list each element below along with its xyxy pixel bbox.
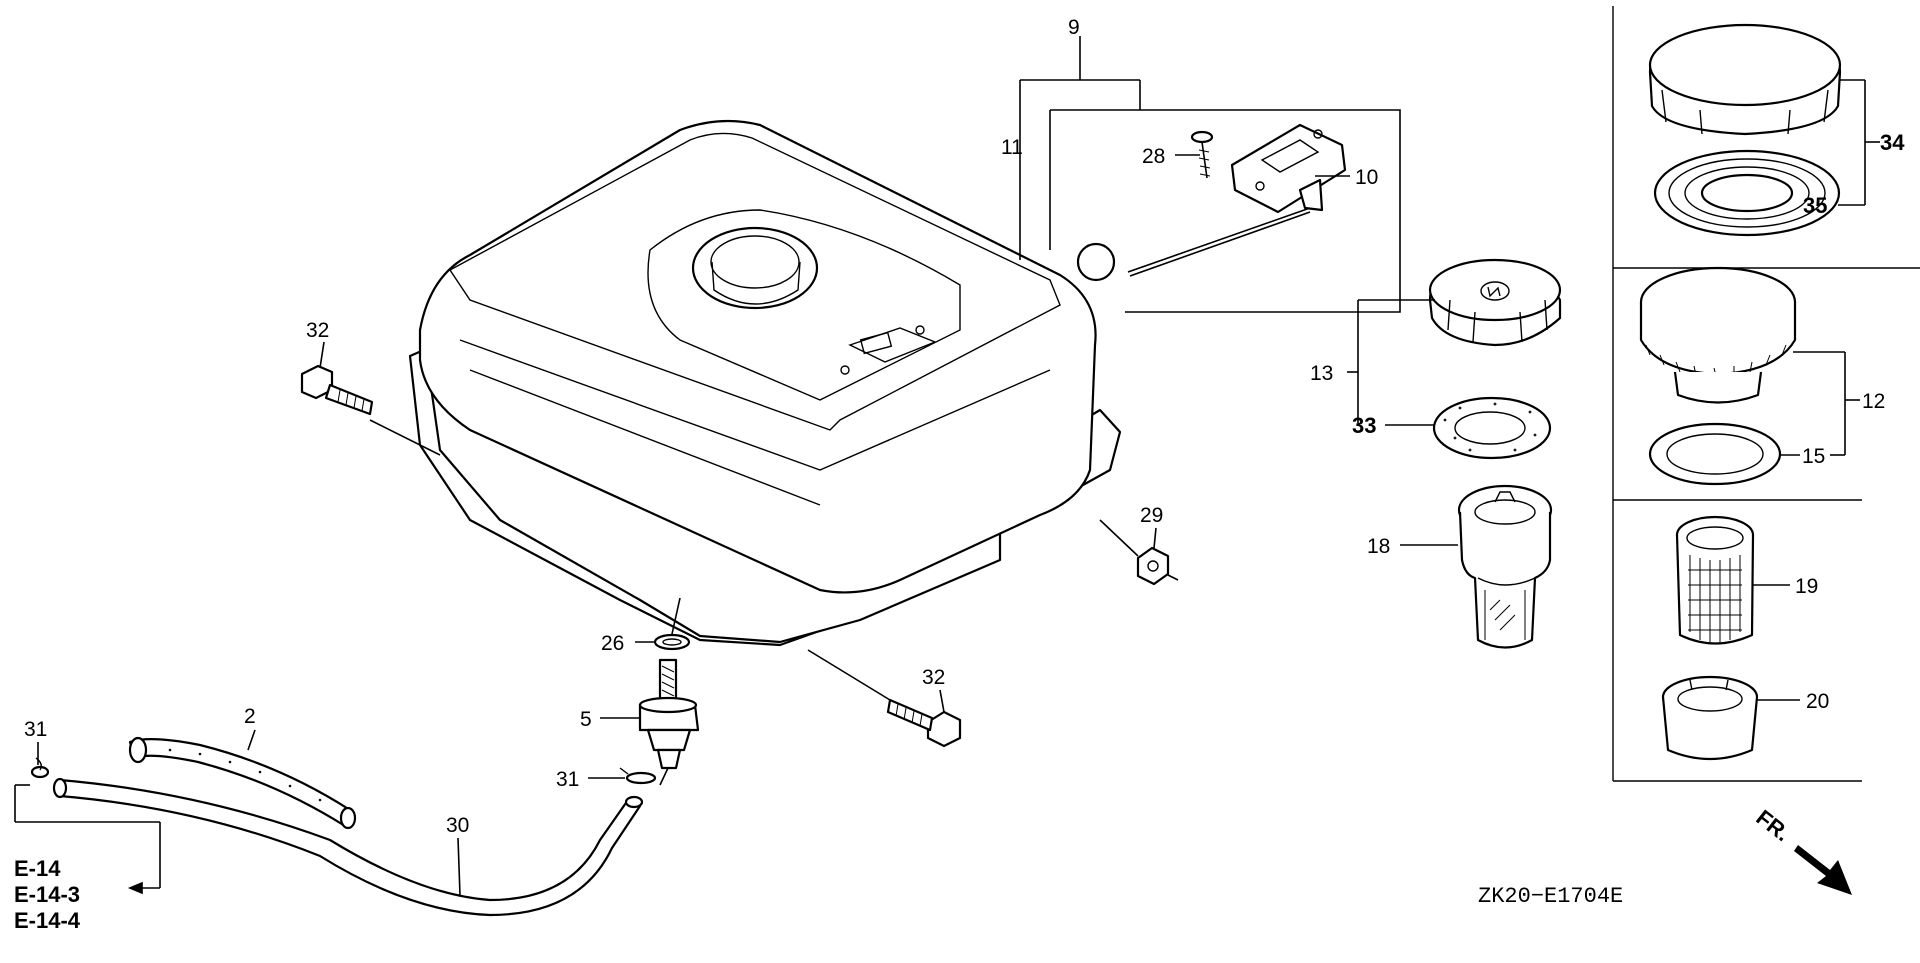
fuel-tank	[408, 119, 1122, 647]
callout-26: 26	[601, 632, 624, 655]
callout-33: 33	[1352, 413, 1376, 438]
gasket-15	[1648, 422, 1782, 486]
callout-18: 18	[1367, 535, 1390, 558]
fuel-cock-5	[638, 658, 700, 786]
callout-19: 19	[1795, 575, 1818, 598]
callout-34: 34	[1880, 130, 1905, 155]
front-direction-arrow: FR.	[1752, 805, 1852, 895]
strainer-19	[1675, 515, 1755, 645]
front-direction-label: FR.	[1752, 805, 1795, 847]
callout-2: 2	[244, 705, 256, 728]
strainer-18	[1457, 484, 1553, 649]
fuel-cap-34	[1648, 23, 1842, 136]
hose-30	[52, 777, 644, 917]
callout-11: 11	[1001, 136, 1023, 159]
callout-35: 35	[1803, 193, 1827, 218]
callout-15: 15	[1802, 445, 1825, 468]
reference-e14-3: E-14-3	[14, 882, 80, 907]
callout-29: 29	[1140, 504, 1163, 527]
callout-9: 9	[1068, 16, 1080, 39]
hose-2	[128, 736, 357, 830]
washer-26	[653, 597, 691, 651]
screw-28	[1190, 130, 1214, 179]
callout-5: 5	[580, 708, 592, 731]
clip-31-left	[30, 757, 50, 779]
bolt-32-right	[807, 649, 962, 748]
callout-31-center: 31	[556, 768, 579, 791]
callout-32-right: 32	[922, 666, 945, 689]
reference-e14: E-14	[14, 856, 61, 881]
fuel-cap-13	[1428, 258, 1562, 347]
callout-31-left: 31	[24, 718, 47, 741]
callout-20: 20	[1806, 690, 1829, 713]
gasket-33	[1432, 396, 1552, 460]
variant-panel-frames	[1612, 6, 1920, 782]
nut-29	[1099, 519, 1179, 586]
clip-31-center	[619, 767, 657, 785]
callout-32-left: 32	[306, 319, 329, 342]
fuel-cap-12	[1639, 266, 1797, 404]
ring-20	[1661, 675, 1759, 761]
leader-lines	[14, 36, 1880, 896]
seal-35	[1653, 149, 1841, 237]
callout-10: 10	[1355, 166, 1378, 189]
frame-11	[1049, 109, 1401, 313]
callout-28: 28	[1142, 145, 1165, 168]
drawing-code: ZK20−E1704E	[1478, 884, 1623, 909]
callout-12: 12	[1862, 390, 1885, 413]
callout-30: 30	[446, 814, 469, 837]
section-references: E-14 E-14-3 E-14-4	[14, 856, 81, 933]
callout-numbers: 9 11 28 10 13 33 18 34 35 12 15 19 20 32…	[24, 16, 1905, 837]
callout-13: 13	[1310, 362, 1333, 385]
reference-e14-4: E-14-4	[14, 908, 81, 933]
bolt-32-left	[300, 364, 441, 456]
fuel-gauge-10	[1076, 123, 1347, 282]
